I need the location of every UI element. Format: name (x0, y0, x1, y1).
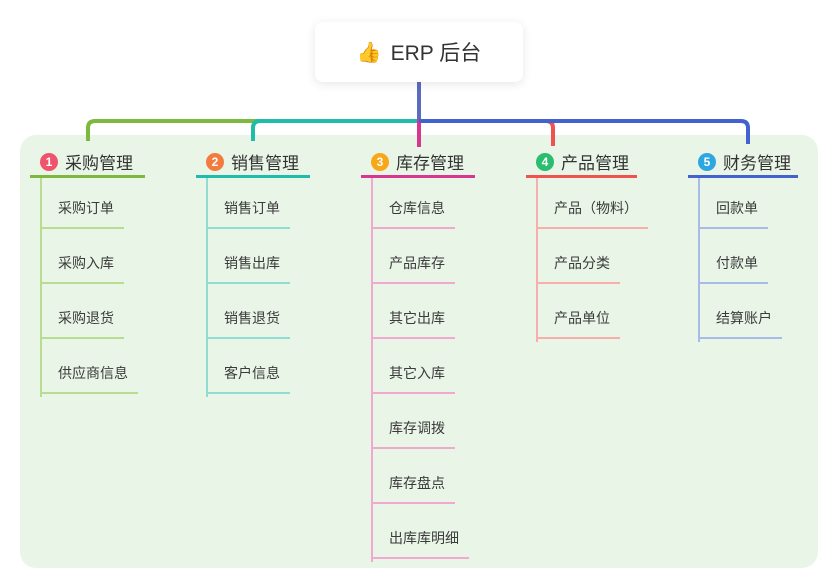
child-label: 产品分类 (554, 255, 610, 271)
child-label: 付款单 (716, 255, 758, 271)
child-label: 仓库信息 (389, 200, 445, 216)
child-node[interactable]: 产品单位 (536, 284, 620, 339)
child-node[interactable]: 产品（物料） (536, 178, 648, 229)
child-node[interactable]: 付款单 (698, 229, 768, 284)
child-node[interactable]: 产品库存 (371, 229, 455, 284)
child-node[interactable]: 仓库信息 (371, 178, 455, 229)
branch-purchase: 1 采购管理 采购订单 采购入库 采购退货 供应商信息 (30, 148, 145, 397)
child-node[interactable]: 其它出库 (371, 284, 455, 339)
child-label: 出库库明细 (389, 530, 459, 546)
branch-header[interactable]: 4 产品管理 (526, 148, 637, 178)
child-node[interactable]: 回款单 (698, 178, 768, 229)
child-node[interactable]: 销售订单 (206, 178, 290, 229)
branch-number-badge: 3 (371, 152, 389, 171)
child-node[interactable]: 出库库明细 (371, 504, 469, 559)
branch-header[interactable]: 1 采购管理 (30, 148, 145, 178)
child-label: 客户信息 (224, 365, 280, 381)
branch-number-badge: 4 (536, 152, 554, 171)
branch-child-line (40, 178, 42, 397)
branch-number-badge: 2 (206, 152, 224, 171)
child-label: 库存调拨 (389, 420, 445, 436)
branch-children: 仓库信息 产品库存 其它出库 其它入库 库存调拨 库存盘点 出库库明细 (371, 178, 475, 559)
child-label: 其它出库 (389, 310, 445, 326)
branch-child-line (371, 178, 373, 562)
branch-header[interactable]: 5 财务管理 (688, 148, 798, 178)
branch-child-line (206, 178, 208, 397)
child-label: 其它入库 (389, 365, 445, 381)
child-label: 产品单位 (554, 310, 610, 326)
branch-product: 4 产品管理 产品（物料） 产品分类 产品单位 (526, 148, 648, 342)
branch-title: 销售管理 (231, 154, 299, 173)
child-label: 采购订单 (58, 200, 114, 216)
child-label: 采购入库 (58, 255, 114, 271)
child-node[interactable]: 库存调拨 (371, 394, 455, 449)
branch-inventory: 3 库存管理 仓库信息 产品库存 其它出库 其它入库 库存调拨 库存盘点 出库库… (361, 148, 475, 562)
child-node[interactable]: 销售退货 (206, 284, 290, 339)
branch-children: 产品（物料） 产品分类 产品单位 (536, 178, 648, 339)
child-node[interactable]: 采购入库 (40, 229, 124, 284)
child-label: 销售退货 (224, 310, 280, 326)
child-node[interactable]: 结算账户 (698, 284, 782, 339)
root-title: ERP 后台 (390, 42, 482, 65)
child-label: 库存盘点 (389, 475, 445, 491)
child-label: 采购退货 (58, 310, 114, 326)
child-node[interactable]: 采购退货 (40, 284, 124, 339)
branch-sales: 2 销售管理 销售订单 销售出库 销售退货 客户信息 (196, 148, 310, 397)
thumbs-up-icon: 👍 (356, 41, 382, 64)
branch-children: 采购订单 采购入库 采购退货 供应商信息 (40, 178, 145, 394)
child-node[interactable]: 采购订单 (40, 178, 124, 229)
root-node[interactable]: 👍 ERP 后台 (315, 22, 523, 82)
child-label: 回款单 (716, 200, 758, 216)
child-node[interactable]: 其它入库 (371, 339, 455, 394)
child-label: 销售订单 (224, 200, 280, 216)
child-node[interactable]: 客户信息 (206, 339, 290, 394)
branch-child-line (698, 178, 700, 342)
mindmap-panel (20, 135, 818, 568)
child-label: 销售出库 (224, 255, 280, 271)
child-label: 结算账户 (716, 310, 772, 326)
child-node[interactable]: 产品分类 (536, 229, 620, 284)
branch-number-badge: 5 (698, 152, 716, 171)
branch-finance: 5 财务管理 回款单 付款单 结算账户 (688, 148, 798, 342)
branch-child-line (536, 178, 538, 342)
child-node[interactable]: 销售出库 (206, 229, 290, 284)
branch-title: 产品管理 (561, 154, 629, 173)
child-label: 产品（物料） (554, 200, 638, 216)
branch-children: 销售订单 销售出库 销售退货 客户信息 (206, 178, 310, 394)
branch-children: 回款单 付款单 结算账户 (698, 178, 798, 339)
branch-number-badge: 1 (40, 152, 58, 171)
branch-header[interactable]: 3 库存管理 (361, 148, 475, 178)
child-label: 产品库存 (389, 255, 445, 271)
branch-title: 库存管理 (396, 154, 464, 173)
child-node[interactable]: 供应商信息 (40, 339, 138, 394)
child-node[interactable]: 库存盘点 (371, 449, 455, 504)
child-label: 供应商信息 (58, 365, 128, 381)
branch-header[interactable]: 2 销售管理 (196, 148, 310, 178)
branch-title: 财务管理 (723, 154, 791, 173)
branch-title: 采购管理 (65, 154, 133, 173)
